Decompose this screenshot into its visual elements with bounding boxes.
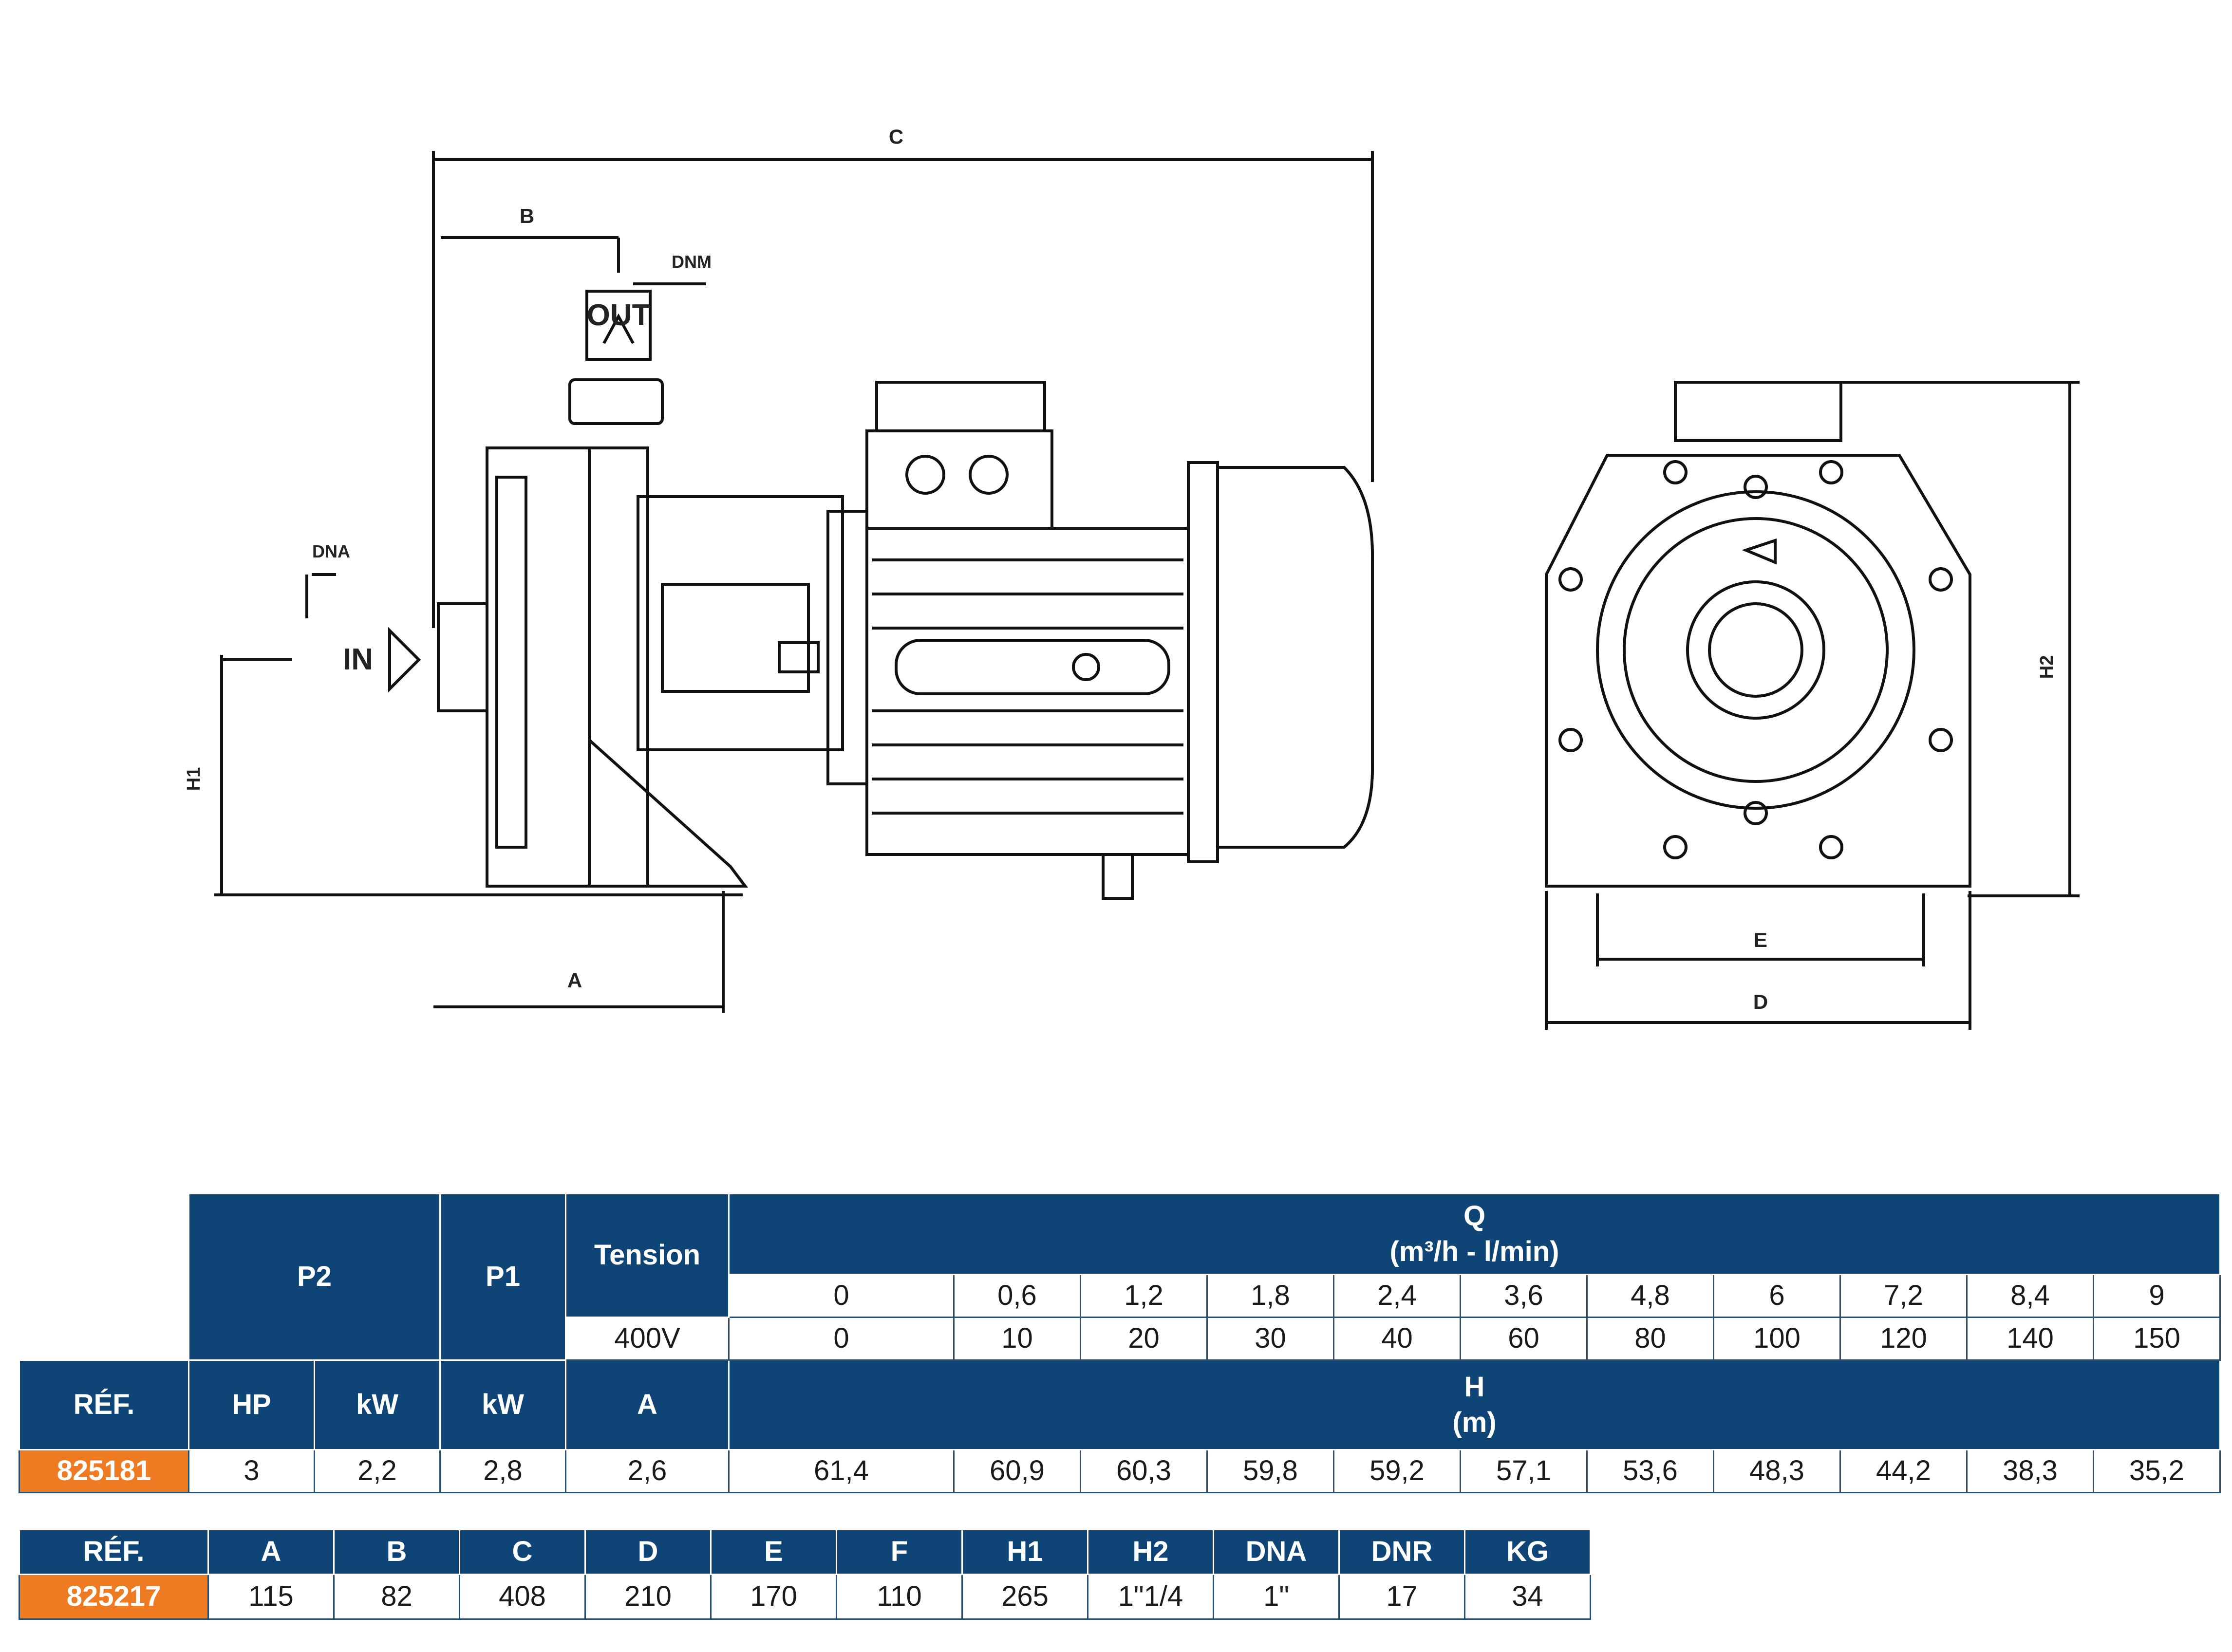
q-m3h-cell: 4,8 xyxy=(1586,1274,1714,1318)
q-m3h-cell: 7,2 xyxy=(1839,1274,1968,1318)
pump-technical-drawing: C B DNM OUT DNA IN H1 A H2 E D xyxy=(184,125,2080,1030)
ref-header: RÉF. xyxy=(19,1359,189,1450)
dim-kg-cell: 34 xyxy=(1464,1574,1591,1620)
dim-h1-cell: 265 xyxy=(961,1574,1088,1620)
h-title: H xyxy=(1464,1371,1485,1403)
h-units: (m) xyxy=(1452,1406,1497,1438)
hp-cell: 3 xyxy=(188,1449,315,1493)
dim-b-header: B xyxy=(333,1529,460,1575)
dim-b-cell: 82 xyxy=(333,1574,460,1620)
out-label: OUT xyxy=(587,298,651,332)
dim-label-h1: H1 xyxy=(184,767,204,791)
q-lmin-cell: 0 xyxy=(728,1317,955,1361)
q-m3h-cell: 1,8 xyxy=(1206,1274,1334,1318)
q-lmin-cell: 120 xyxy=(1839,1317,1968,1361)
h-cell: 44,2 xyxy=(1839,1449,1968,1493)
q-m3h-cell: 8,4 xyxy=(1966,1274,2094,1318)
voltage-cell: 400V xyxy=(565,1317,730,1361)
q-lmin-cell: 60 xyxy=(1460,1317,1588,1361)
dim-a-header: A xyxy=(207,1529,335,1575)
q-m3h-cell: 9 xyxy=(2093,1274,2221,1318)
dim-d-cell: 210 xyxy=(584,1574,712,1620)
h-cell: 59,8 xyxy=(1206,1449,1334,1493)
dim-kg-header: KG xyxy=(1464,1529,1591,1575)
dim-ref-header: RÉF. xyxy=(19,1529,209,1575)
amp-cell: 2,6 xyxy=(565,1449,730,1493)
q-m3h-cell: 3,6 xyxy=(1460,1274,1588,1318)
hp-header: HP xyxy=(188,1359,315,1450)
h-cell: 59,2 xyxy=(1333,1449,1461,1493)
q-lmin-cell: 150 xyxy=(2093,1317,2221,1361)
dim-label-c: C xyxy=(889,125,903,148)
table-row: 825181 3 2,2 2,8 2,6 61,4 60,9 60,3 59,8… xyxy=(19,1449,2221,1493)
dim-d-header: D xyxy=(584,1529,712,1575)
q-m3h-cell: 1,2 xyxy=(1080,1274,1208,1318)
q-lmin-cell: 100 xyxy=(1713,1317,1841,1361)
blank-corner xyxy=(19,1193,189,1360)
dim-label-d: D xyxy=(1753,990,1768,1013)
dim-a-cell: 115 xyxy=(207,1574,335,1620)
dim-dna-cell: 1" xyxy=(1213,1574,1340,1620)
q-title: Q xyxy=(1463,1200,1486,1232)
dim-e-header: E xyxy=(710,1529,837,1575)
h-cell: 61,4 xyxy=(728,1449,955,1493)
q-units: (m³/h - l/min) xyxy=(1389,1235,1559,1267)
q-m3h-cell: 2,4 xyxy=(1333,1274,1461,1318)
kw-p2-cell: 2,2 xyxy=(314,1449,441,1493)
dim-label-h2: H2 xyxy=(2037,655,2057,679)
performance-table: P2 P1 Tension Q (m³/h - l/min) 0 0,6 1,2… xyxy=(19,1193,2221,1493)
dim-ref-cell: 825217 xyxy=(19,1574,209,1620)
q-m3h-cell: 0 xyxy=(728,1274,955,1318)
h-cell: 60,3 xyxy=(1080,1449,1208,1493)
dimensions-table: RÉF. A B C D E F H1 H2 DNA DNR KG 825217… xyxy=(19,1529,1591,1620)
h-cell: 53,6 xyxy=(1586,1449,1714,1493)
q-lmin-cell: 30 xyxy=(1206,1317,1334,1361)
dim-f-header: F xyxy=(836,1529,963,1575)
dim-dnr-header: DNR xyxy=(1338,1529,1465,1575)
kw-p1-cell: 2,8 xyxy=(439,1449,566,1493)
dim-label-e: E xyxy=(1754,928,1767,951)
q-lmin-cell: 10 xyxy=(953,1317,1081,1361)
q-lmin-cell: 20 xyxy=(1080,1317,1208,1361)
dim-e-cell: 170 xyxy=(710,1574,837,1620)
dim-label-dna: DNA xyxy=(312,541,350,561)
ref-cell: 825181 xyxy=(19,1449,189,1493)
dim-label-a: A xyxy=(567,969,582,992)
h-header: H (m) xyxy=(728,1359,2221,1450)
dim-dna-header: DNA xyxy=(1213,1529,1340,1575)
p2-header: P2 xyxy=(188,1193,441,1361)
dim-f-cell: 110 xyxy=(836,1574,963,1620)
table-row: 825217 115 82 408 210 170 110 265 1"1/4 … xyxy=(19,1574,1591,1620)
h-cell: 57,1 xyxy=(1460,1449,1588,1493)
dim-h2-header: H2 xyxy=(1087,1529,1214,1575)
q-lmin-cell: 80 xyxy=(1586,1317,1714,1361)
q-header: Q (m³/h - l/min) xyxy=(728,1193,2221,1275)
dim-c-header: C xyxy=(459,1529,586,1575)
amp-header: A xyxy=(565,1359,730,1450)
h-cell: 48,3 xyxy=(1713,1449,1841,1493)
q-lmin-cell: 40 xyxy=(1333,1317,1461,1361)
kw-p1-header: kW xyxy=(439,1359,566,1450)
dim-h1-header: H1 xyxy=(961,1529,1088,1575)
h-cell: 38,3 xyxy=(1966,1449,2094,1493)
kw-p2-header: kW xyxy=(314,1359,441,1450)
dim-c-cell: 408 xyxy=(459,1574,586,1620)
tension-header: Tension xyxy=(565,1193,730,1318)
q-m3h-cell: 0,6 xyxy=(953,1274,1081,1318)
in-label: IN xyxy=(343,643,373,676)
q-m3h-cell: 6 xyxy=(1713,1274,1841,1318)
q-lmin-cell: 140 xyxy=(1966,1317,2094,1361)
dim-label-dnm: DNM xyxy=(672,252,712,272)
dim-dnr-cell: 17 xyxy=(1338,1574,1465,1620)
dim-label-b: B xyxy=(520,204,534,227)
dim-h2-cell: 1"1/4 xyxy=(1087,1574,1214,1620)
h-cell: 60,9 xyxy=(953,1449,1081,1493)
p1-header: P1 xyxy=(439,1193,566,1361)
h-cell: 35,2 xyxy=(2093,1449,2221,1493)
dimensions-header-row: RÉF. A B C D E F H1 H2 DNA DNR KG xyxy=(19,1529,1591,1575)
